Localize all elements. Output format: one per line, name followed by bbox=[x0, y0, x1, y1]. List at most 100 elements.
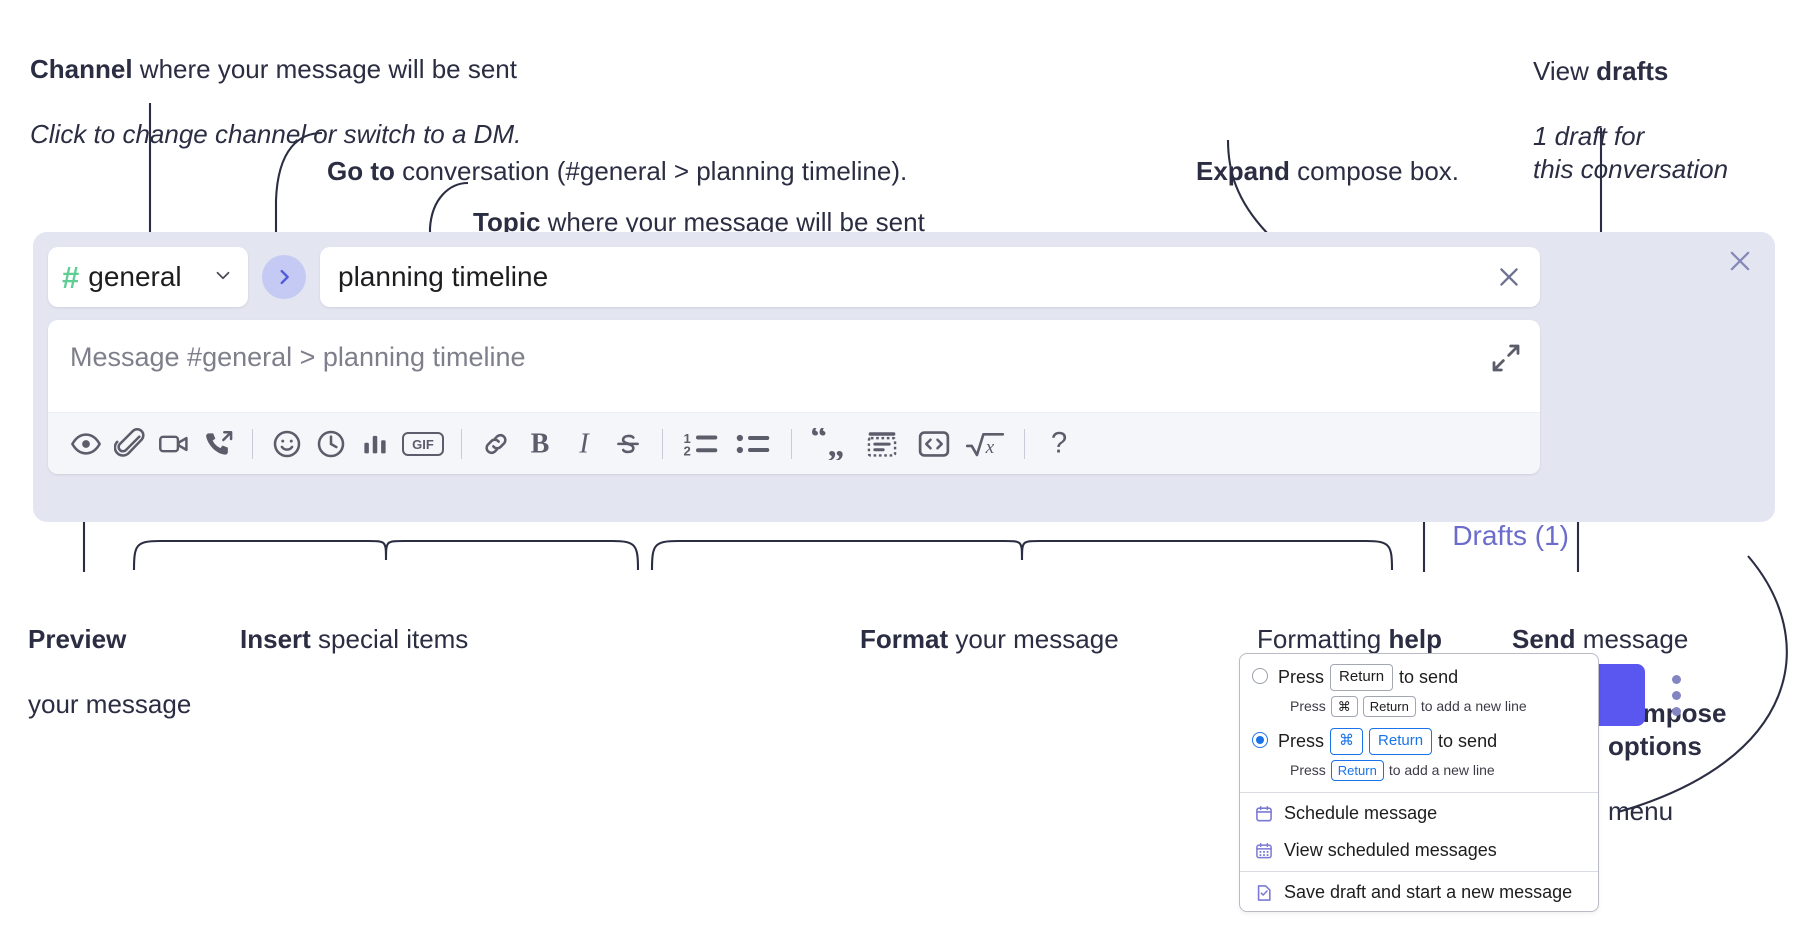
channel-name: general bbox=[88, 261, 182, 292]
emoji-icon bbox=[273, 430, 301, 457]
menu-divider bbox=[1240, 871, 1598, 872]
svg-text:x: x bbox=[985, 437, 995, 458]
poll-button[interactable] bbox=[353, 422, 397, 466]
svg-text:“: “ bbox=[810, 428, 827, 456]
option-1-sub-before: Press bbox=[1290, 698, 1326, 715]
bullet-list-icon bbox=[736, 434, 770, 453]
svg-text:?: ? bbox=[1051, 428, 1067, 460]
phone-forward-icon bbox=[206, 430, 233, 455]
menu-item-view-scheduled-messages[interactable]: View scheduled messages bbox=[1240, 832, 1598, 869]
video-clip-button[interactable] bbox=[152, 422, 196, 466]
channel-selector[interactable]: # general bbox=[48, 247, 248, 307]
formatting-toolbar: GIF B bbox=[48, 412, 1540, 474]
toolbar-separator bbox=[461, 428, 462, 459]
calendar-grid-icon bbox=[1254, 841, 1274, 861]
emoji-button[interactable] bbox=[265, 422, 309, 466]
code-block-button[interactable] bbox=[856, 422, 908, 466]
italic-icon: I bbox=[578, 428, 590, 459]
audio-clip-button[interactable] bbox=[196, 422, 240, 466]
expand-compose-button[interactable] bbox=[1490, 342, 1522, 374]
key-return: Return bbox=[1362, 695, 1416, 717]
svg-text:2: 2 bbox=[684, 443, 691, 458]
annotation-goto-rest: conversation (#general > planning timeli… bbox=[394, 155, 908, 186]
blockquote-icon: “ „ bbox=[810, 428, 844, 460]
radio-button-unselected[interactable] bbox=[1252, 668, 1268, 684]
svg-text:I: I bbox=[578, 428, 590, 459]
annotation-format-bold: Format bbox=[860, 623, 949, 654]
compose-options-button[interactable] bbox=[1661, 672, 1691, 718]
compose-header-row: # general planning timeline bbox=[48, 246, 1540, 308]
option-2-before: Press bbox=[1278, 730, 1325, 751]
annotation-format: Format your message bbox=[860, 590, 1119, 656]
ordered-list-button[interactable]: 1 2 bbox=[675, 422, 727, 466]
goto-conversation-button[interactable] bbox=[262, 255, 306, 299]
option-2-after: to send bbox=[1438, 730, 1498, 751]
annotation-expand: Expand compose box. bbox=[1196, 122, 1459, 188]
annotation-goto-bold: Go to bbox=[327, 155, 395, 186]
annotation-compose-rest: menu bbox=[1608, 796, 1674, 826]
radio-button-selected[interactable] bbox=[1252, 732, 1268, 748]
math-button[interactable]: x bbox=[960, 422, 1012, 466]
svg-text:„: „ bbox=[827, 428, 844, 460]
annotation-help: Formatting help bbox=[1257, 590, 1442, 656]
annotation-goto: Go to conversation (#general > planning … bbox=[327, 122, 907, 188]
help-icon: ? bbox=[1051, 428, 1067, 460]
drafts-link[interactable]: Drafts (1) bbox=[1452, 520, 1569, 551]
annotation-insert-rest: special items bbox=[310, 623, 469, 654]
code-button[interactable] bbox=[908, 422, 960, 466]
code-icon bbox=[918, 430, 950, 457]
vertical-dots-icon bbox=[1671, 706, 1681, 716]
attachment-button[interactable] bbox=[108, 422, 152, 466]
toolbar-separator bbox=[662, 428, 663, 459]
menu-item-label: Schedule message bbox=[1284, 803, 1438, 823]
strikethrough-button[interactable] bbox=[606, 422, 650, 466]
option-1-after: to send bbox=[1399, 666, 1459, 687]
message-input[interactable]: Message #general > planning timeline bbox=[48, 320, 1540, 412]
vertical-dots-icon bbox=[1671, 690, 1681, 700]
topic-input[interactable]: planning timeline bbox=[320, 247, 1540, 307]
formatting-help-button[interactable]: ? bbox=[1037, 422, 1081, 466]
strikethrough-icon bbox=[617, 434, 639, 453]
annotation-channel-bold: Channel bbox=[30, 53, 133, 84]
gif-icon: GIF bbox=[402, 431, 444, 456]
annotation-help-plain: Formatting bbox=[1257, 623, 1389, 654]
menu-item-label: View scheduled messages bbox=[1284, 840, 1497, 860]
menu-item-schedule-message[interactable]: Schedule message bbox=[1240, 795, 1598, 832]
bar-chart-icon bbox=[364, 435, 386, 453]
toolbar-separator bbox=[791, 428, 792, 459]
option-1-sub-after: to add a new line bbox=[1420, 698, 1527, 715]
topic-clear-button[interactable] bbox=[1492, 260, 1526, 294]
key-return: Return bbox=[1330, 664, 1394, 691]
option-1-before: Press bbox=[1278, 666, 1325, 687]
option-2-sub-after: to add a new line bbox=[1388, 762, 1495, 779]
video-camera-icon bbox=[159, 435, 188, 452]
annotation-insert-bold: Insert bbox=[240, 623, 311, 654]
close-icon bbox=[1730, 251, 1750, 271]
gif-button[interactable]: GIF bbox=[397, 422, 449, 466]
svg-text:1: 1 bbox=[684, 430, 691, 445]
vertical-dots-icon bbox=[1671, 674, 1681, 684]
link-icon bbox=[485, 433, 507, 454]
italic-button[interactable]: I bbox=[562, 422, 606, 466]
clock-icon bbox=[317, 430, 345, 457]
annotation-expand-bold: Expand bbox=[1196, 155, 1290, 186]
calendar-icon bbox=[1254, 804, 1274, 824]
annotation-topic-bold: Topic bbox=[473, 206, 541, 237]
menu-item-save-draft[interactable]: Save draft and start a new message bbox=[1240, 874, 1598, 911]
annotation-drafts: View drafts 1 draft for this conversatio… bbox=[1533, 22, 1728, 219]
reminder-button[interactable] bbox=[309, 422, 353, 466]
bullet-list-button[interactable] bbox=[727, 422, 779, 466]
ordered-list-icon: 1 2 bbox=[684, 430, 718, 458]
attachment-icon bbox=[114, 427, 145, 457]
panel-close-button[interactable] bbox=[1723, 244, 1757, 278]
blockquote-button[interactable]: “ „ bbox=[804, 422, 856, 466]
code-block-icon bbox=[867, 431, 897, 457]
preview-button[interactable] bbox=[64, 422, 108, 466]
radio-option-cmd-return[interactable]: Press ⌘ Return to send Press Return to a… bbox=[1240, 726, 1598, 790]
expand-diagonal-icon bbox=[1492, 344, 1520, 372]
radio-option-return[interactable]: Press Return to send Press ⌘ Return to a… bbox=[1240, 654, 1598, 726]
bold-button[interactable]: B bbox=[518, 422, 562, 466]
annotation-expand-rest: compose box. bbox=[1289, 155, 1460, 186]
link-button[interactable] bbox=[474, 422, 518, 466]
key-return: Return bbox=[1330, 759, 1384, 781]
